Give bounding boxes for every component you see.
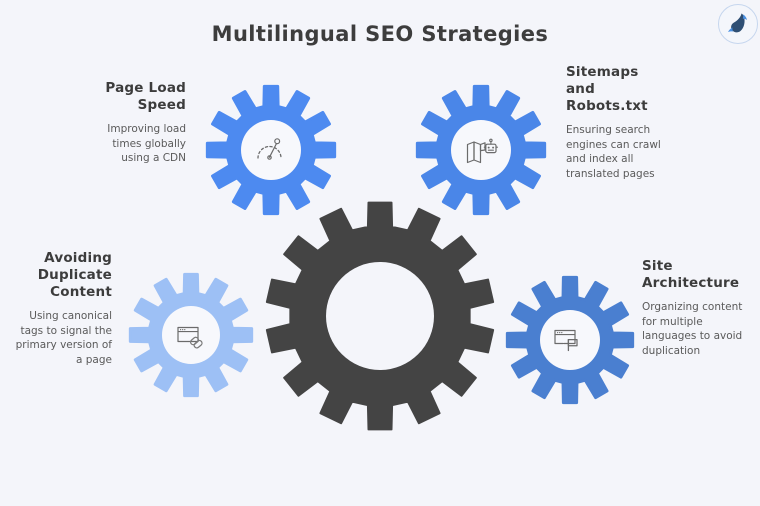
gear-page-load-speed[interactable] xyxy=(205,83,337,217)
page-title: Multilingual SEO Strategies xyxy=(211,22,549,46)
central-gear xyxy=(264,196,496,436)
gear-sitemaps-robots[interactable] xyxy=(415,83,547,217)
brand-logo[interactable] xyxy=(718,4,758,44)
gear-avoiding-duplicate-content[interactable] xyxy=(128,271,254,399)
gear-site-architecture[interactable] xyxy=(505,274,635,406)
